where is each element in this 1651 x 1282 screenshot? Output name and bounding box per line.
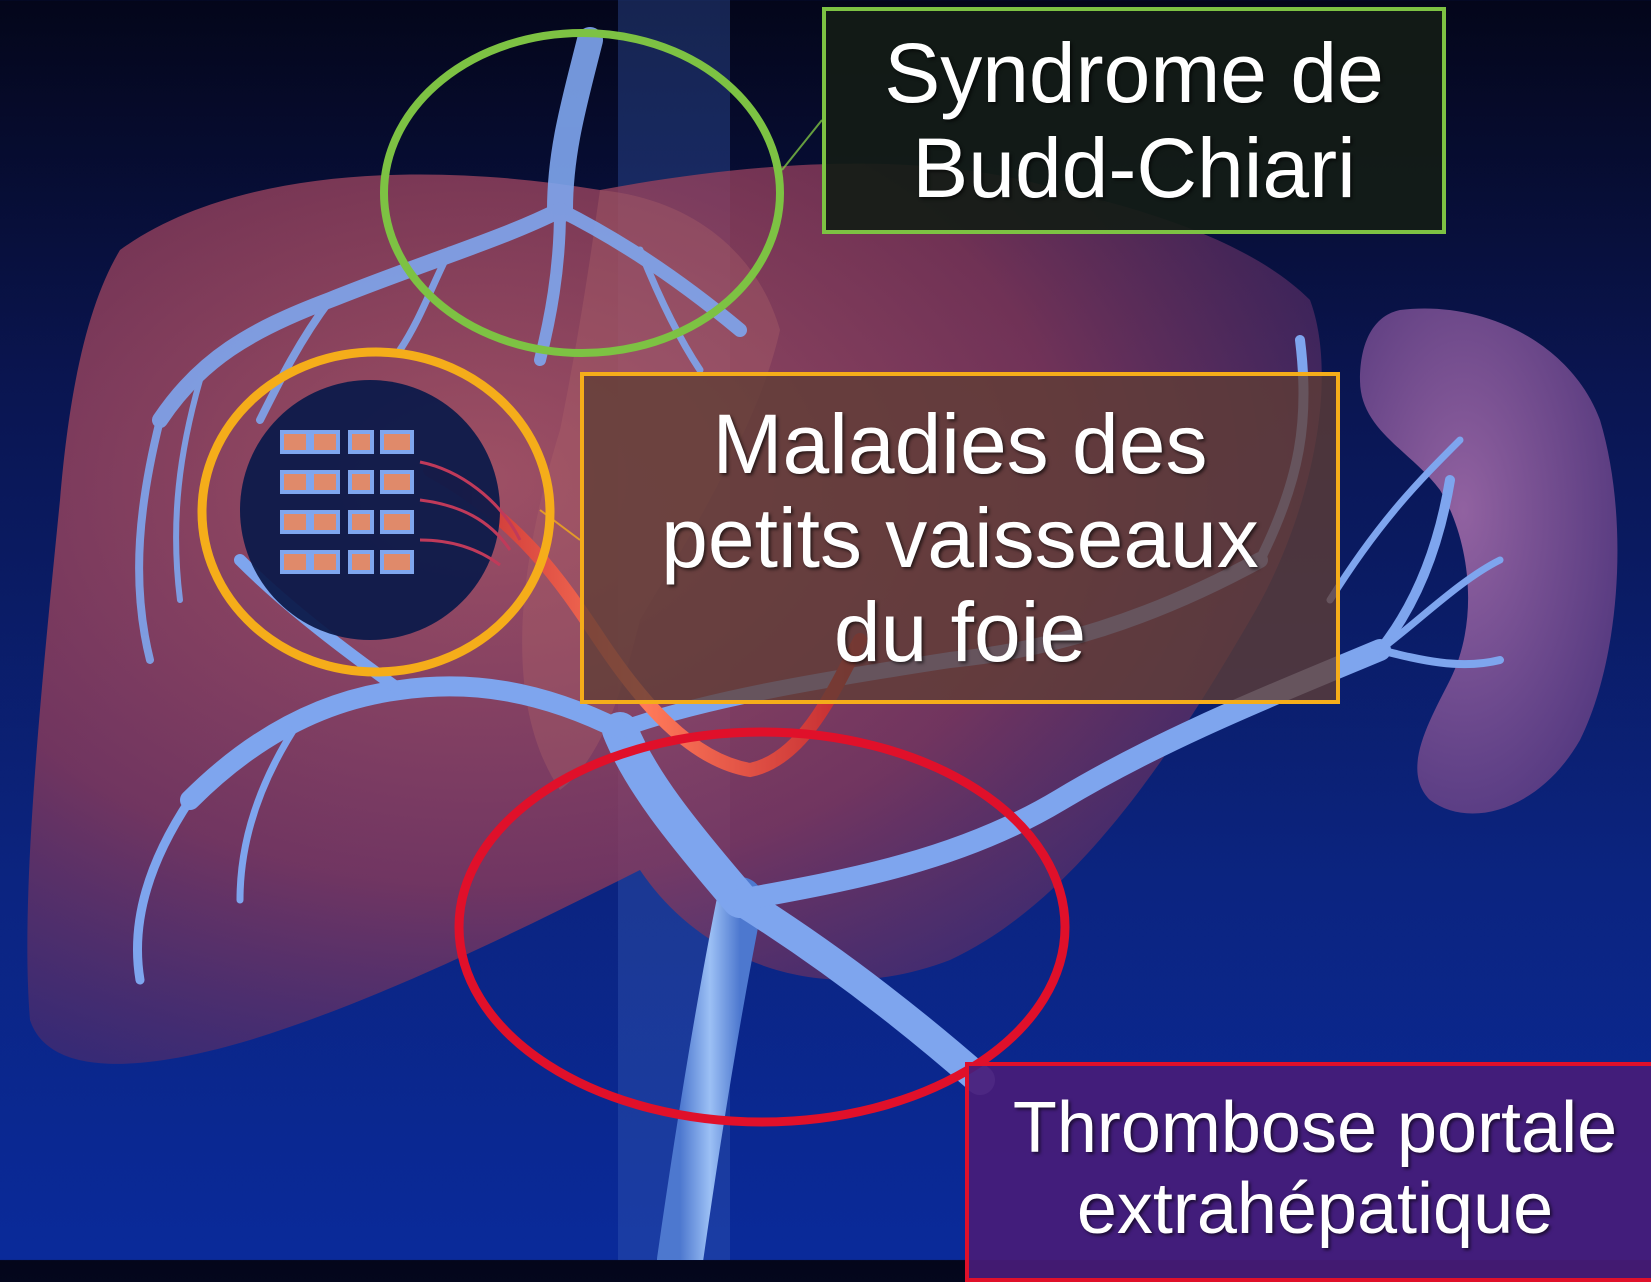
spleen-shape (1360, 308, 1617, 813)
budd-chiari-label-box: Syndrome de Budd-Chiari (822, 7, 1446, 234)
budd-chiari-label-line: Budd-Chiari (884, 121, 1384, 215)
budd-chiari-label-line: Syndrome de (884, 26, 1384, 120)
connector-budd (782, 120, 822, 170)
portal-thrombosis-label-line: Thrombose portale (1013, 1088, 1617, 1169)
small-vessels-label-box: Maladies des petits vaisseaux du foie (580, 372, 1340, 704)
portal-thrombosis-label-line: extrahépatique (1013, 1169, 1617, 1250)
small-vessels-label-line: du foie (661, 585, 1259, 679)
small-vessels-label-line: petits vaisseaux (661, 491, 1259, 585)
small-vessels-label-line: Maladies des (661, 397, 1259, 491)
portal-thrombosis-label-box: Thrombose portale extrahépatique (965, 1062, 1651, 1282)
